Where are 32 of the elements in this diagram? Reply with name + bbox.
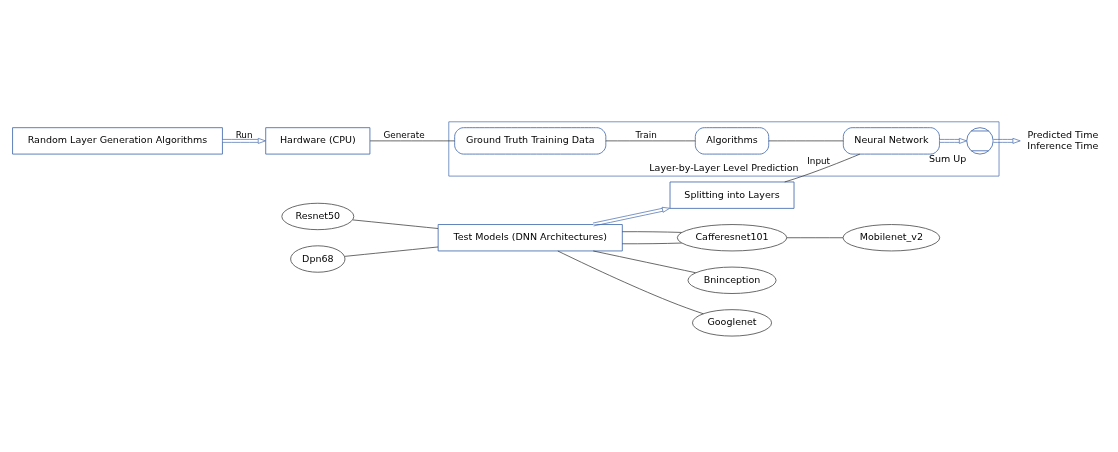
node-ellipse: Resnet50 [281, 202, 355, 231]
arrow [222, 137, 266, 144]
connector [557, 250, 704, 315]
connector [592, 250, 696, 274]
node-box: Hardware (CPU) [265, 127, 371, 155]
connector [621, 242, 683, 245]
node-box: Ground Truth Training Data [454, 127, 607, 155]
connector [786, 237, 844, 239]
connector [352, 219, 439, 229]
edge-label: Run [235, 130, 253, 141]
edge-label: Input [807, 156, 830, 167]
node-ellipse: Googlenet [692, 309, 772, 337]
arrow [939, 137, 968, 144]
node-box: Test Models (DNN Architectures) [437, 224, 623, 252]
node-ellipse: Mobilenet_v2 [842, 224, 941, 252]
connector [369, 140, 455, 142]
connector [784, 153, 861, 183]
node-box: Algorithms [694, 127, 770, 155]
node-ellipse: Cafferesnet101 [676, 224, 788, 252]
node-label: Sum Up [928, 152, 967, 164]
edge-label: Train [635, 130, 657, 141]
node-box: Random Layer Generation Algorithms [12, 127, 223, 155]
node-text: Predicted Time Inference Time [1027, 129, 1099, 151]
node-ellipse: Bninception [687, 266, 777, 294]
arrow [993, 137, 1021, 144]
edge-label: Generate [383, 130, 425, 141]
arrow [592, 206, 671, 227]
connector [344, 246, 439, 257]
node-box: Splitting into Layers [669, 181, 795, 209]
node-box: Neural Network [842, 127, 940, 155]
connector [621, 231, 683, 233]
node-ellipse: Dpn68 [290, 245, 346, 273]
